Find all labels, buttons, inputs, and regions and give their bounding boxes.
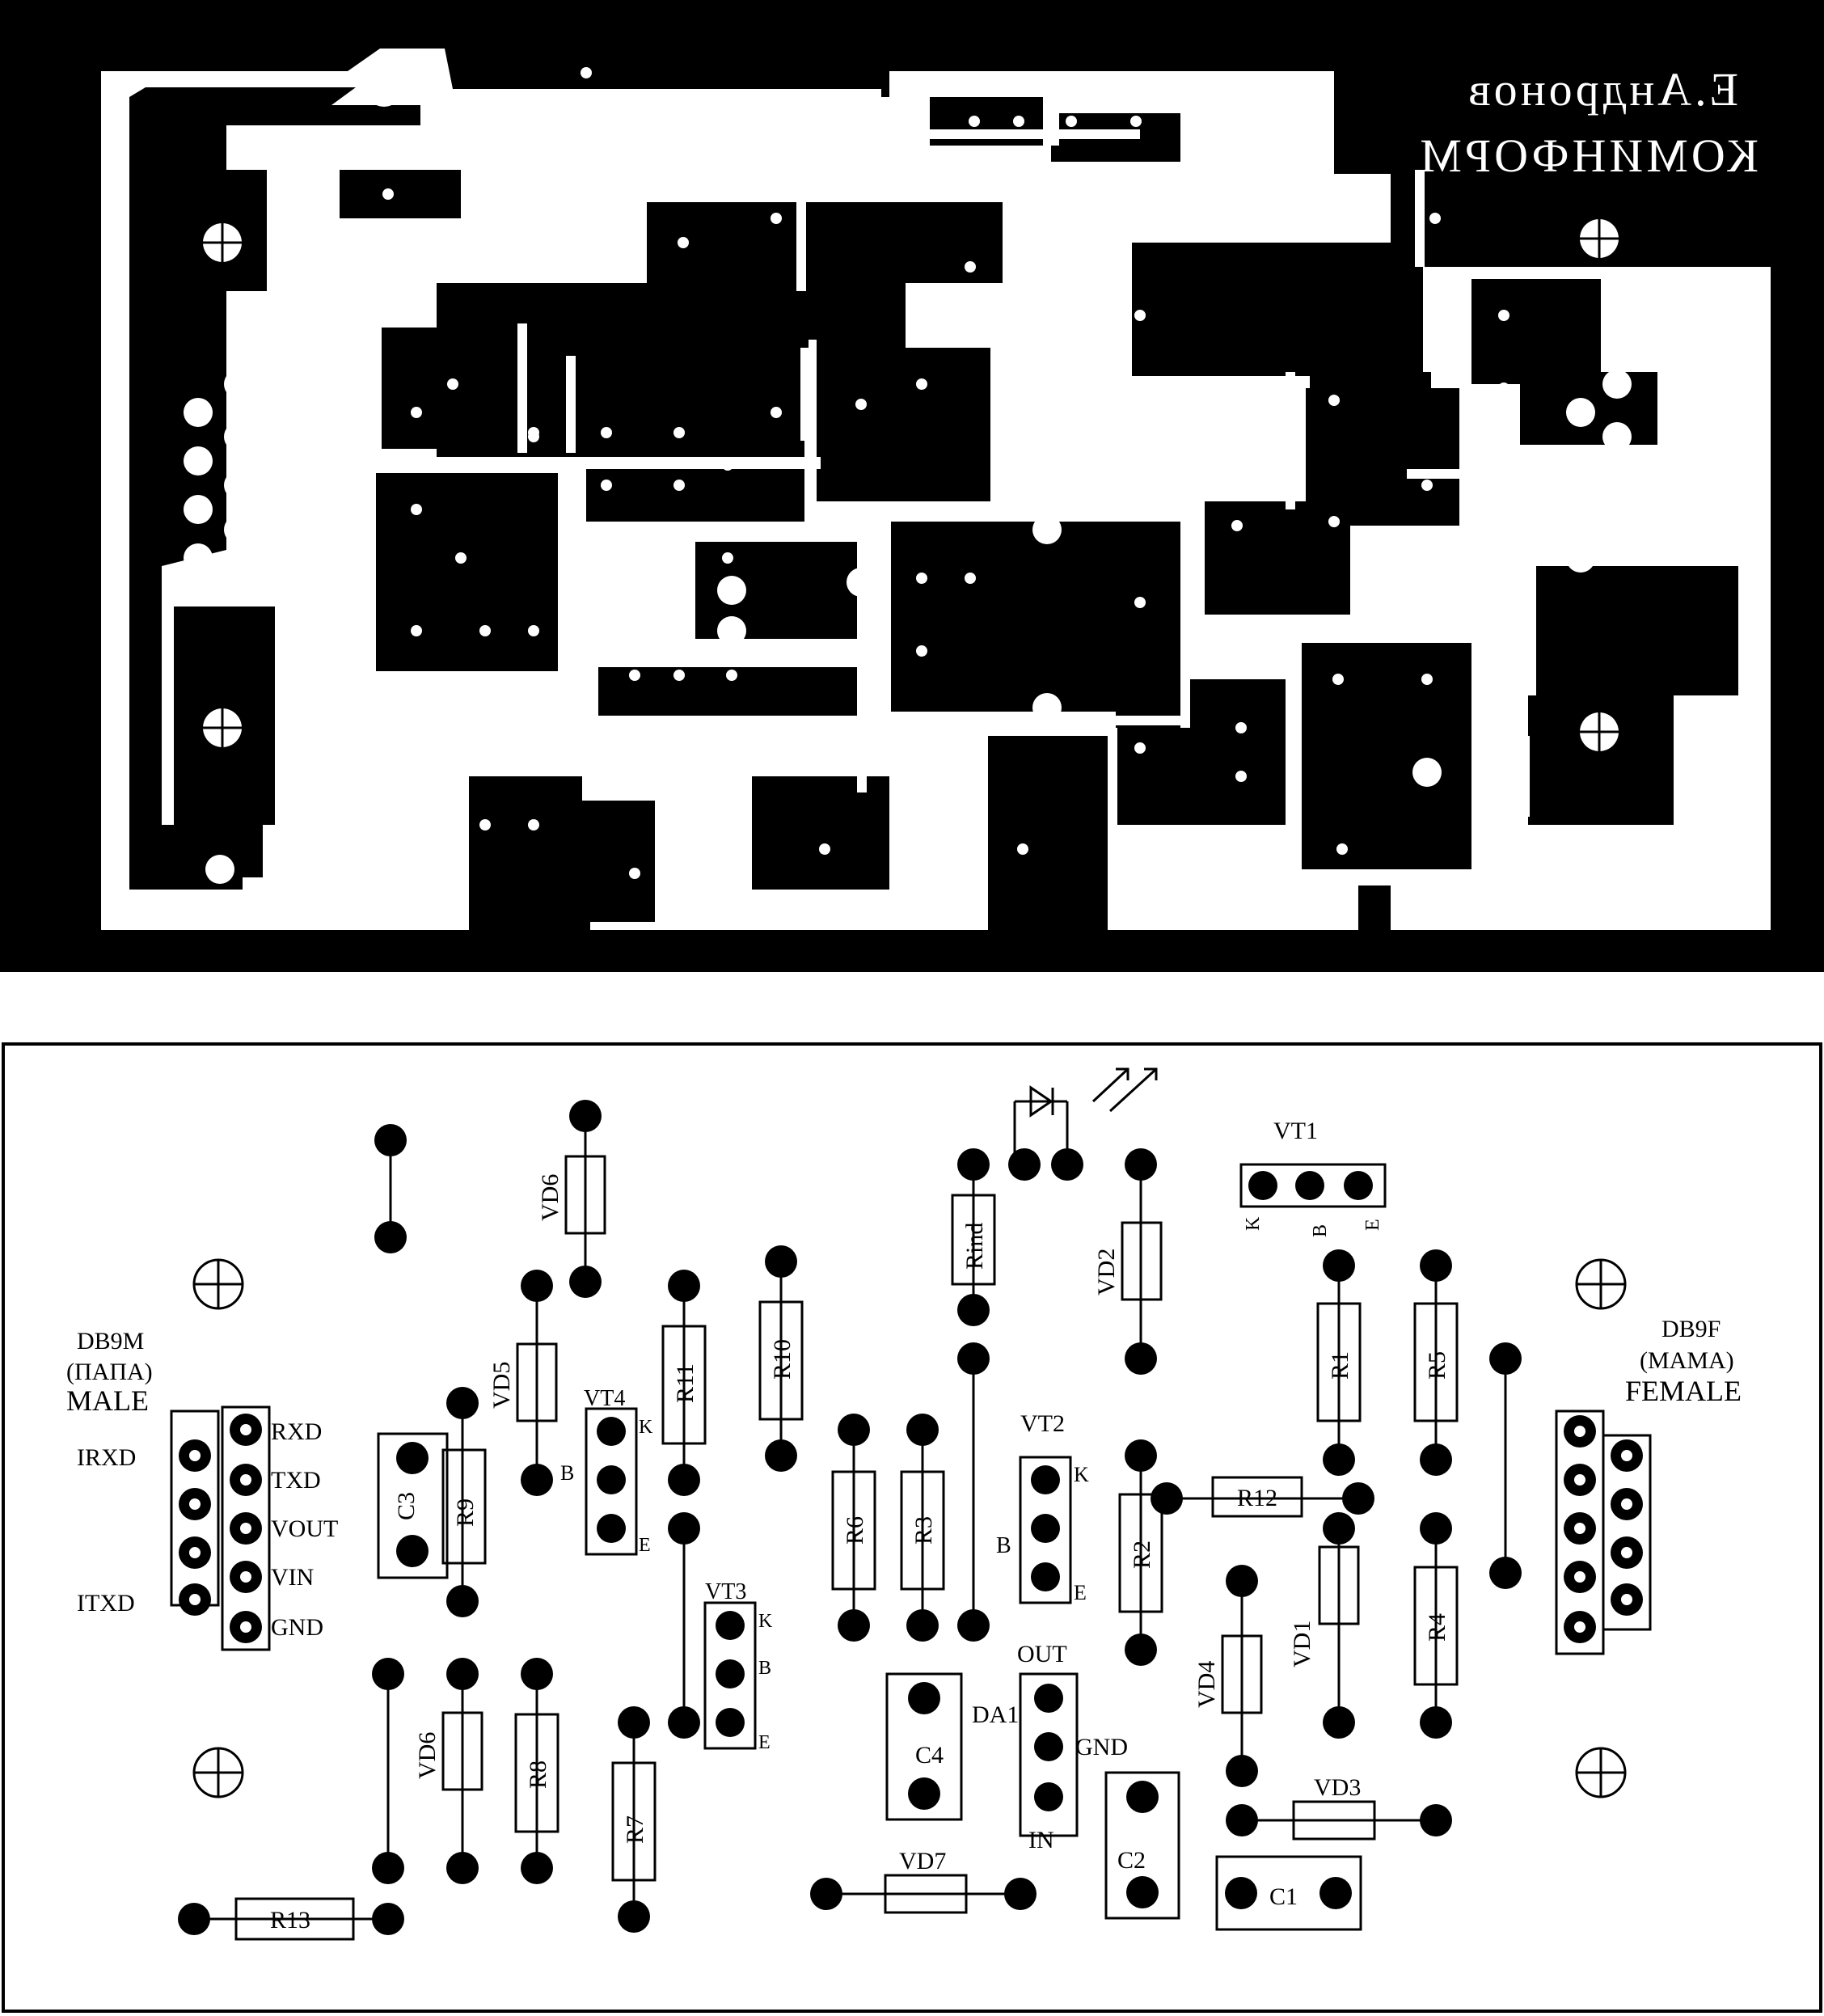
db9m-label-2: (ПАПА): [66, 1359, 153, 1385]
itxd-label: ITXD: [77, 1590, 135, 1617]
da1-label: DA1: [972, 1701, 1019, 1728]
vd6-top-label: VD6: [537, 1174, 564, 1221]
vd7-label: VD7: [899, 1848, 946, 1874]
vout-label: VOUT: [271, 1515, 338, 1542]
vt4-label: VT4: [584, 1386, 625, 1411]
db9f-label-1: DB9F: [1661, 1316, 1721, 1342]
r3-label: R3: [910, 1516, 937, 1545]
db9f-label-3: FEMALE: [1625, 1375, 1742, 1407]
vt3-body: [703, 1601, 757, 1750]
da1-in-label: IN: [1028, 1827, 1054, 1853]
drill-holes: [382, 67, 1509, 879]
silk-mounting-holes: [192, 1258, 1627, 1798]
c1-body: [1215, 1855, 1362, 1931]
vt4-e: E: [639, 1535, 651, 1556]
c4-label: C4: [915, 1742, 944, 1769]
vt2-e: E: [1074, 1581, 1087, 1604]
vt4-b: B: [560, 1461, 574, 1485]
txd-label: TXD: [271, 1467, 321, 1494]
da1-gnd-label: GND: [1075, 1734, 1128, 1760]
r1-label: R1: [1327, 1351, 1353, 1380]
vin-label: VIN: [271, 1564, 314, 1591]
c2-label: C2: [1117, 1847, 1146, 1874]
vd6-bottom-label: VD6: [414, 1732, 441, 1779]
irxd-label: IRXD: [77, 1444, 136, 1471]
vt3-b: B: [758, 1658, 771, 1679]
vt3-k: K: [758, 1611, 773, 1632]
c4-body: [885, 1672, 963, 1821]
vd1-label: VD1: [1289, 1621, 1315, 1667]
r6-label: R6: [842, 1516, 868, 1545]
db9f-label-2: (МАМА): [1640, 1347, 1734, 1374]
copper-pours: [340, 97, 1738, 930]
vt1-b: B: [1310, 1224, 1331, 1237]
c1-label: C1: [1269, 1883, 1298, 1910]
mounting-holes: [203, 219, 1619, 751]
copper-layer: Е.Андронов КОМИНФОРМ: [0, 0, 1824, 972]
db9m-label-3: MALE: [66, 1384, 149, 1417]
r9-body: [441, 1448, 487, 1565]
vt4-body: [585, 1407, 638, 1556]
c3-label: C3: [393, 1492, 420, 1520]
vt2-b: B: [996, 1533, 1011, 1558]
r4-label: R4: [1424, 1613, 1450, 1642]
rind-label: Rind: [961, 1223, 988, 1270]
da1-body: [1019, 1672, 1079, 1837]
led-symbol: [1013, 1067, 1158, 1164]
vt4-k: K: [639, 1417, 653, 1438]
vt1-k: K: [1243, 1216, 1264, 1231]
r5-label: R5: [1424, 1351, 1450, 1380]
r12-body: [1211, 1476, 1303, 1518]
pcb-pads: [184, 71, 1632, 884]
silk-pads: [178, 1100, 1643, 1935]
silk-labels: DB9M (ПАПА) MALE DB9F (МАМА) FEMALE IRXD…: [66, 1118, 1742, 1934]
pcb-company-text: КОМИНФОРМ: [1417, 129, 1759, 182]
da1-out-label: OUT: [1017, 1641, 1067, 1667]
vd5-label: VD5: [488, 1362, 515, 1409]
vt1-body: [1239, 1163, 1387, 1208]
db9m-label-1: DB9M: [77, 1328, 144, 1355]
pcb-author-text: Е.Андронов: [1465, 63, 1738, 116]
silkscreen-layer: [2, 1042, 1822, 2013]
vd3-label: VD3: [1314, 1774, 1361, 1801]
db9f-connector: [1555, 1410, 1652, 1655]
c3-body: [377, 1432, 449, 1579]
c2-body: [1104, 1771, 1180, 1920]
r8-label: R8: [525, 1760, 551, 1789]
r10-label: R10: [769, 1339, 796, 1380]
silk-leads: [194, 1116, 1507, 1921]
vt3-label: VT3: [705, 1579, 746, 1604]
r2-label: R2: [1129, 1541, 1155, 1569]
vt3-e: E: [758, 1732, 771, 1753]
gnd-label: GND: [271, 1614, 323, 1641]
vt1-label: VT1: [1273, 1118, 1318, 1144]
trace-gaps: [299, 81, 1698, 930]
copper-regions: [129, 101, 275, 877]
r13-label: R13: [270, 1907, 310, 1934]
r12-label: R12: [1237, 1485, 1277, 1511]
vd4-label: VD4: [1193, 1661, 1220, 1708]
r7-label: R7: [622, 1815, 648, 1844]
r9-label: R9: [452, 1498, 479, 1527]
r11-label: R11: [672, 1363, 699, 1403]
rxd-label: RXD: [271, 1418, 322, 1445]
vt2-k: K: [1074, 1463, 1089, 1486]
vd2-label: VD2: [1093, 1249, 1120, 1295]
vt2-body: [1019, 1456, 1072, 1604]
vt2-label: VT2: [1020, 1410, 1065, 1437]
silk-pad-holes: [189, 1424, 1632, 1633]
vt1-e: E: [1362, 1219, 1383, 1231]
